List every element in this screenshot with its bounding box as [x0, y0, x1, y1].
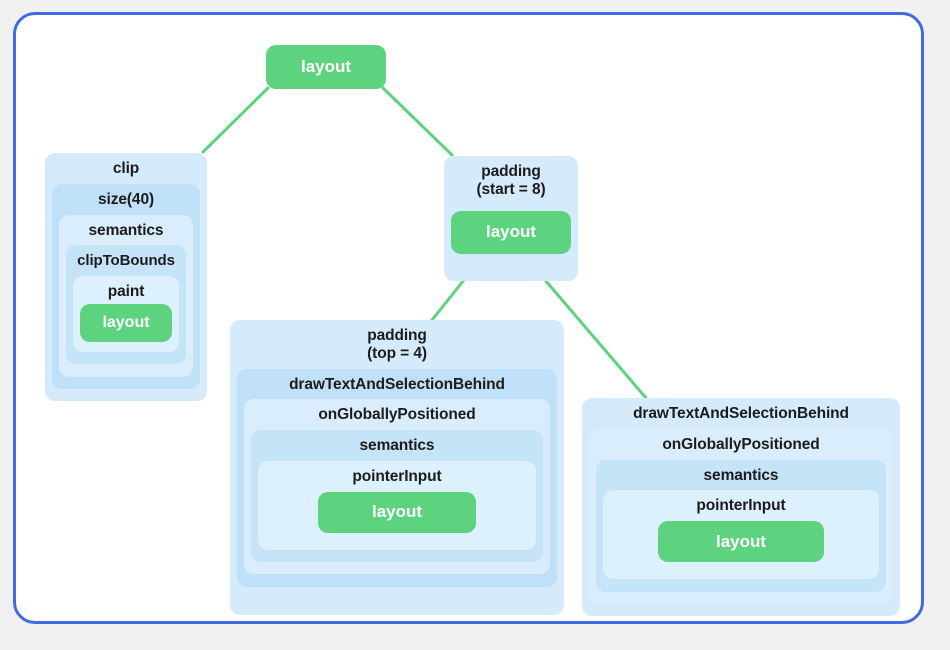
node-pointerinput-mid-label: pointerInput [352, 468, 442, 486]
node-cliptobounds-label: clipToBounds [77, 252, 175, 270]
semantics-left-children: clipToBounds paint layout [59, 245, 193, 371]
clip-children: size(40) semantics clipToBounds paint [45, 183, 207, 396]
node-size-40-label: size(40) [97, 190, 155, 208]
node-padding-top-4-line2: (top = 4) [367, 344, 427, 362]
node-onglobalpositioned-right[interactable]: onGloballyPositioned semantics pointerIn… [589, 428, 893, 604]
cliptobounds-children: paint layout [66, 275, 186, 359]
drawtext-mid-children: onGloballyPositioned semantics pointerIn… [237, 399, 557, 581]
node-padding-start-8-line1: padding [481, 163, 541, 180]
node-padding-top-4[interactable]: padding(top = 4) drawTextAndSelectionBeh… [230, 320, 564, 615]
drawtext-right-children: onGloballyPositioned semantics pointerIn… [582, 428, 900, 611]
pointerinput-mid-children: layout [258, 491, 536, 540]
node-clip-label: clip [112, 160, 140, 177]
node-root-layout[interactable]: layout [266, 45, 386, 89]
node-semantics-mid-label: semantics [359, 437, 435, 455]
node-semantics-right-label: semantics [703, 466, 779, 484]
node-semantics-left-label: semantics [88, 221, 164, 239]
node-pointerinput-mid[interactable]: pointerInput layout [258, 461, 536, 551]
padding-start-8-children: layout [444, 210, 578, 261]
paint-children: layout [73, 303, 179, 349]
node-semantics-left[interactable]: semantics clipToBounds paint [59, 214, 193, 377]
node-cliptobounds[interactable]: clipToBounds paint layout [66, 245, 186, 365]
semantics-mid-children: pointerInput layout [251, 461, 543, 557]
node-padding-start-8-leaf-layout[interactable]: layout [451, 210, 571, 254]
node-mid-leaf-layout[interactable]: layout [318, 491, 476, 533]
onglobalpositioned-right-children: semantics pointerInput layout [589, 459, 893, 599]
node-padding-start-8-leaf-label: layout [485, 222, 537, 242]
node-pointerinput-right[interactable]: pointerInput layout [603, 490, 879, 580]
node-semantics-right[interactable]: semantics pointerInput layout [596, 459, 886, 592]
node-right-leaf-layout[interactable]: layout [658, 521, 824, 563]
semantics-right-children: pointerInput layout [596, 490, 886, 586]
node-left-leaf-layout[interactable]: layout [80, 303, 172, 342]
size-40-children: semantics clipToBounds paint [52, 214, 200, 384]
node-onglobalpositioned-mid[interactable]: onGloballyPositioned semantics pointerIn… [244, 399, 550, 575]
padding-top-4-children: drawTextAndSelectionBehind onGloballyPos… [230, 368, 564, 594]
node-drawtext-right[interactable]: drawTextAndSelectionBehind onGloballyPos… [582, 398, 900, 616]
node-drawtext-mid-label: drawTextAndSelectionBehind [289, 375, 505, 393]
node-onglobalpositioned-right-label: onGloballyPositioned [662, 435, 820, 453]
node-root-layout-label: layout [300, 57, 352, 76]
node-right-leaf-layout-label: layout [715, 531, 767, 551]
node-padding-top-4-label: padding(top = 4) [230, 320, 564, 369]
node-pointerinput-right-label: pointerInput [696, 497, 786, 515]
node-onglobalpositioned-mid-label: onGloballyPositioned [318, 406, 476, 424]
node-padding-top-4-line1: padding [367, 327, 427, 344]
node-semantics-mid[interactable]: semantics pointerInput layout [251, 430, 543, 563]
node-paint[interactable]: paint layout [73, 275, 179, 352]
node-padding-start-8-line2: (start = 8) [476, 180, 546, 198]
node-clip[interactable]: clip size(40) semantics clipToBounds pai… [45, 153, 207, 401]
node-size-40[interactable]: size(40) semantics clipToBounds paint [52, 183, 200, 389]
pointerinput-right-children: layout [603, 521, 879, 569]
onglobalpositioned-mid-children: semantics pointerInput layout [244, 430, 550, 569]
node-paint-label: paint [107, 282, 145, 300]
node-left-leaf-layout-label: layout [102, 313, 150, 331]
node-drawtext-mid[interactable]: drawTextAndSelectionBehind onGloballyPos… [237, 368, 557, 587]
node-drawtext-right-label: drawTextAndSelectionBehind [633, 405, 849, 422]
node-padding-start-8-label: padding(start = 8) [444, 156, 578, 205]
node-padding-start-8[interactable]: padding(start = 8) layout [444, 156, 578, 281]
node-mid-leaf-layout-label: layout [371, 502, 423, 522]
